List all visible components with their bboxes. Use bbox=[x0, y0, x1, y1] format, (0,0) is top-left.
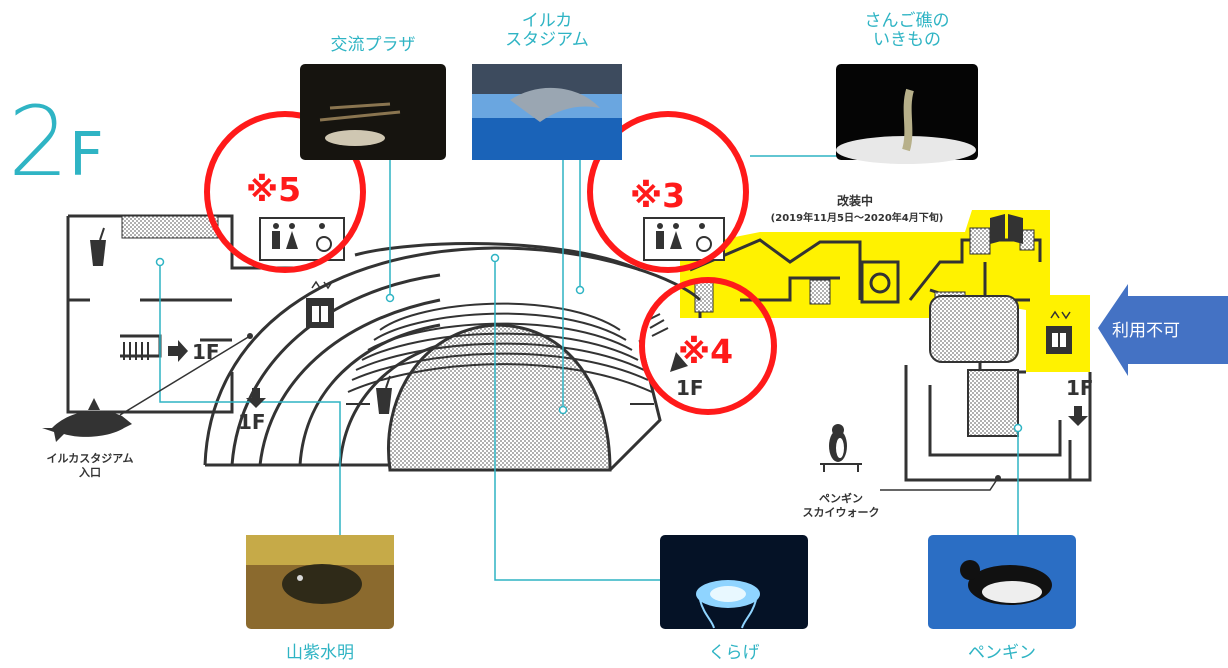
penguin-icon bbox=[820, 424, 862, 472]
elevator-icon bbox=[1046, 310, 1072, 354]
floor-link-up-right[interactable]: 1F bbox=[1066, 376, 1094, 400]
exhibit-label-plaza: 交流プラザ bbox=[330, 35, 416, 55]
exhibit-label-jellyfish: くらげ bbox=[708, 643, 760, 663]
arrow-up-icon bbox=[1068, 406, 1088, 426]
photo-penguin[interactable] bbox=[928, 535, 1076, 629]
arrow-right-icon bbox=[168, 340, 188, 362]
note-4: ※4 bbox=[678, 332, 734, 371]
exhibit-label-coral-reef: さんご礁の いきもの bbox=[864, 11, 950, 50]
renovation-title: 改装中 bbox=[836, 194, 873, 208]
unavailable-callout-shape[interactable] bbox=[1098, 284, 1228, 376]
stadium-seating bbox=[346, 302, 654, 405]
left-hatch bbox=[121, 215, 219, 239]
dolphin-entrance-label: イルカスタジアム 入口 bbox=[46, 452, 134, 479]
right-hatch-lower bbox=[967, 369, 1019, 437]
pointer-dot bbox=[247, 333, 253, 339]
penguin-skywalk-label: ペンギン スカイウォーク bbox=[802, 492, 880, 519]
arrow-down-left-icon bbox=[670, 352, 688, 372]
note-3: ※3 bbox=[630, 176, 686, 215]
elevator-icon bbox=[306, 280, 334, 328]
floor-link-down-left[interactable]: 1F bbox=[238, 410, 266, 434]
photo-river-fish[interactable] bbox=[246, 535, 394, 629]
stairs-left-icon bbox=[123, 342, 149, 360]
exhibit-label-river-fish: 山紫水明 bbox=[286, 643, 354, 663]
note-5: ※5 bbox=[246, 170, 302, 209]
renovation-period: (2019年11月5日〜2020年4月下旬) bbox=[770, 213, 944, 224]
floor-label: 2F bbox=[8, 94, 104, 190]
restroom-icon bbox=[643, 217, 725, 261]
floor-link-stairs-right[interactable]: 1F bbox=[676, 376, 704, 400]
photo-plaza[interactable] bbox=[300, 64, 446, 160]
photo-dolphin-stadium[interactable] bbox=[472, 64, 622, 160]
book-icon bbox=[990, 214, 1023, 244]
floor-number: 2 bbox=[8, 86, 70, 198]
stadium-pool bbox=[387, 323, 612, 472]
right-hatch-upper bbox=[929, 295, 1019, 363]
connector-dots bbox=[155, 253, 1023, 433]
drink-icon bbox=[376, 375, 392, 414]
floor-suffix: F bbox=[69, 120, 104, 190]
drink-icon bbox=[90, 227, 106, 266]
dolphin-icon bbox=[42, 398, 132, 442]
unavailable-callout-text: 利用不可 bbox=[1112, 321, 1180, 341]
pointer-lines bbox=[119, 335, 999, 491]
red-circles bbox=[204, 111, 777, 415]
exhibit-label-dolphin-stadium: イルカ スタジアム bbox=[505, 11, 589, 50]
arrow-down-icon bbox=[246, 388, 266, 408]
pointer-dot bbox=[995, 475, 1001, 481]
photo-jellyfish[interactable] bbox=[660, 535, 808, 629]
floor-link-stairs-left[interactable]: 1F bbox=[192, 340, 220, 364]
connector-lines bbox=[159, 155, 1019, 581]
photo-coral-reef[interactable] bbox=[836, 64, 978, 164]
exhibit-label-penguin: ペンギン bbox=[968, 643, 1036, 663]
